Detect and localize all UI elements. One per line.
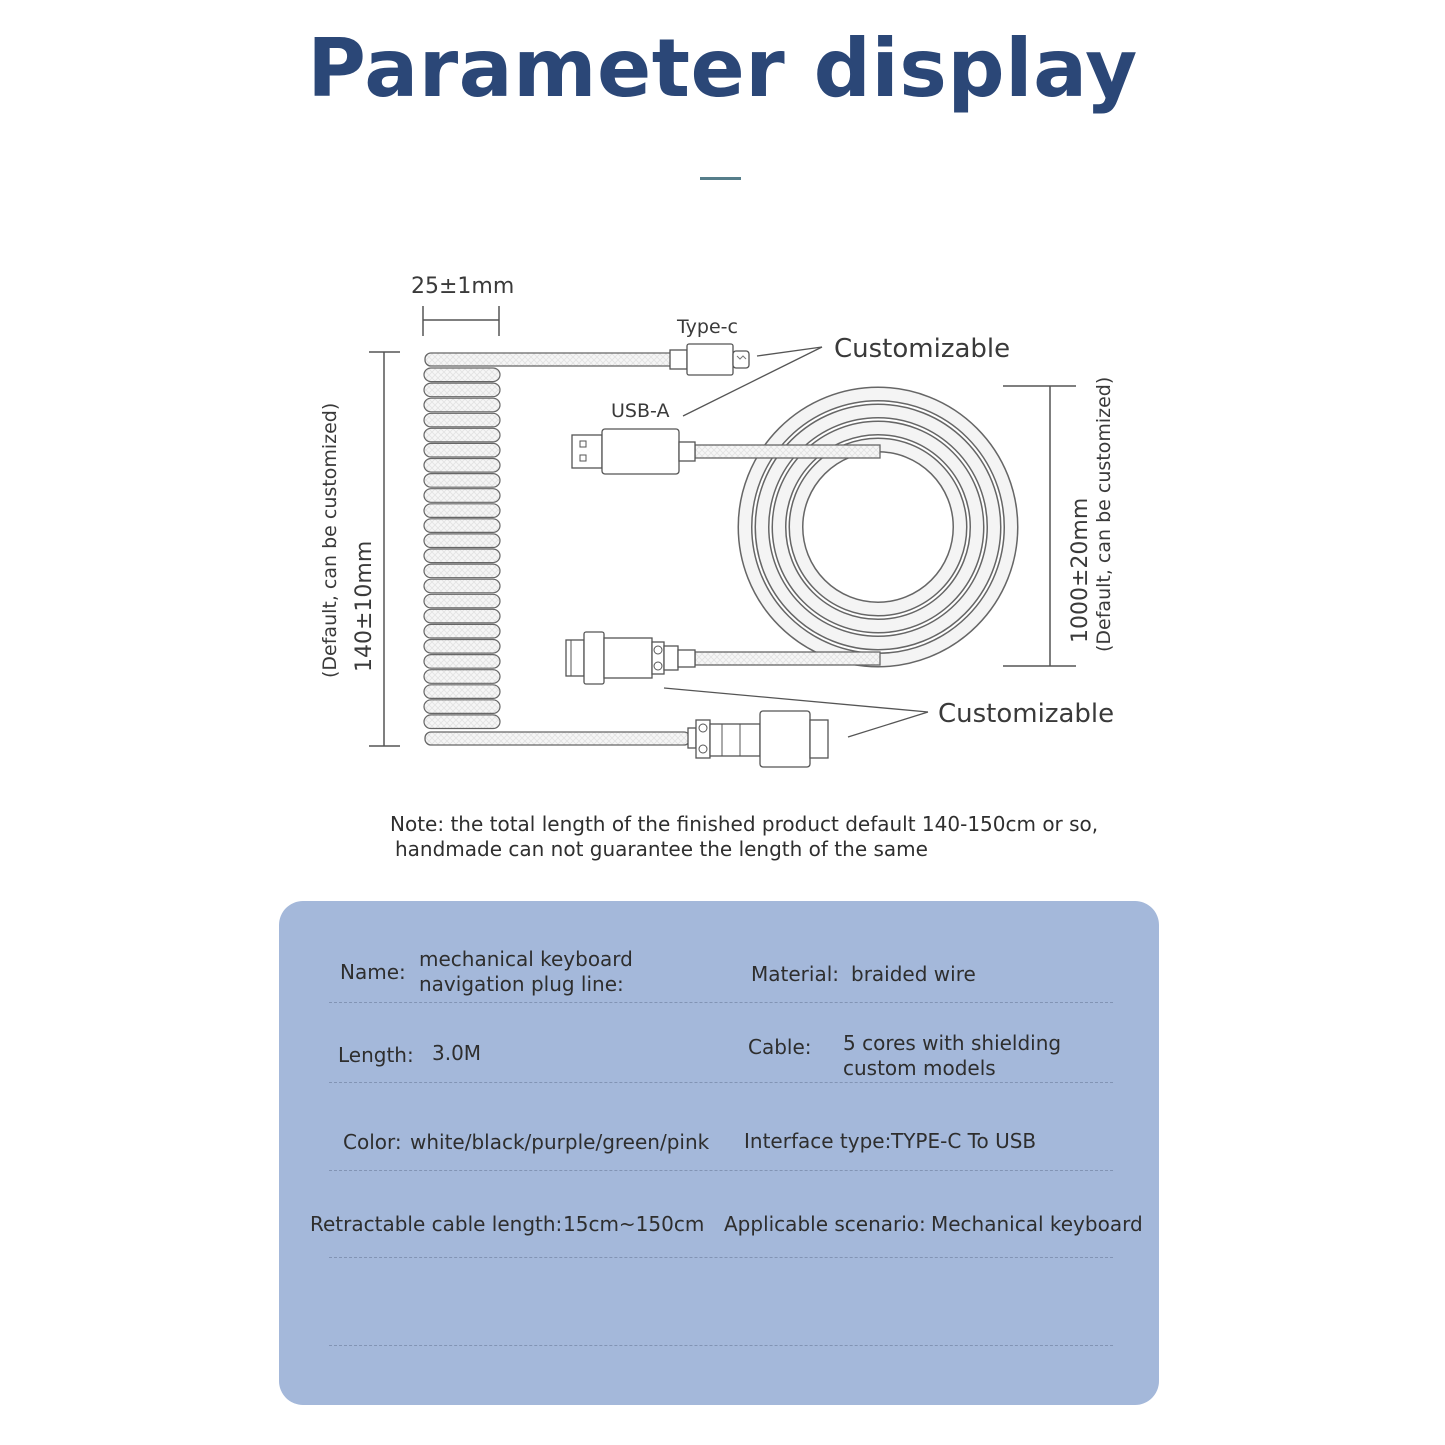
spec-cable-line-1: 5 cores with shielding bbox=[843, 1031, 1062, 1055]
coil-loop bbox=[423, 638, 501, 654]
note-line-2: handmade can not guarantee the length of… bbox=[395, 837, 928, 861]
coil-loop bbox=[423, 457, 501, 473]
coil-loop bbox=[423, 593, 501, 609]
spec-retract-value: 15cm~150cm bbox=[563, 1212, 705, 1236]
right-dim-note: (Default, can be customized) bbox=[1093, 377, 1115, 652]
spec-material-label: Material: bbox=[751, 962, 839, 986]
row-divider bbox=[329, 1170, 1113, 1171]
aviation-connector-lower bbox=[687, 710, 829, 768]
coil-loop bbox=[423, 699, 501, 714]
aviation-connector-upper bbox=[565, 631, 696, 685]
coil-loop bbox=[423, 533, 501, 549]
spec-scenario-value: Mechanical keyboard bbox=[931, 1212, 1143, 1236]
cable-diagram: 25±1mm 140±10mm (Default, can be customi… bbox=[319, 274, 1115, 768]
spec-cable-value: 5 cores with shielding custom models bbox=[843, 1031, 1061, 1081]
bottom-cable bbox=[424, 731, 691, 746]
left-dimension: 140±10mm (Default, can be customized) bbox=[319, 351, 400, 747]
width-label: 25±1mm bbox=[411, 274, 514, 299]
page-title: Parameter display bbox=[307, 22, 1138, 115]
coil-loop bbox=[423, 548, 501, 564]
coil-loop bbox=[423, 442, 501, 458]
spec-name-line-1: mechanical keyboard bbox=[419, 947, 633, 971]
coil-loop bbox=[423, 684, 501, 699]
right-dim-value: 1000±20mm bbox=[1068, 498, 1093, 643]
cable-loop bbox=[694, 386, 1019, 668]
spec-name-value: mechanical keyboard navigation plug line… bbox=[419, 947, 633, 997]
coil-loop bbox=[423, 714, 501, 730]
coil-loop bbox=[423, 653, 501, 669]
spec-retract-label: Retractable cable length: bbox=[310, 1212, 563, 1236]
customizable-bottom-callout: Customizable bbox=[663, 687, 1114, 738]
left-dim-note: (Default, can be customized) bbox=[319, 403, 341, 678]
coil-loop bbox=[423, 669, 501, 684]
coil-loop bbox=[423, 412, 501, 428]
spec-color-value: white/black/purple/green/pink bbox=[410, 1130, 710, 1154]
usba-label: USB-A bbox=[611, 400, 669, 422]
coil-loop bbox=[423, 427, 501, 443]
spec-scenario-label: Applicable scenario: bbox=[724, 1212, 926, 1236]
spec-cable-line-2: custom models bbox=[843, 1056, 996, 1080]
spec-length-value: 3.0M bbox=[432, 1041, 482, 1065]
coil-loop bbox=[423, 518, 501, 533]
coil-loop bbox=[423, 473, 501, 488]
left-dim-value: 140±10mm bbox=[352, 541, 377, 672]
customizable-bottom-label: Customizable bbox=[938, 699, 1114, 729]
spec-cable-label: Cable: bbox=[748, 1035, 812, 1059]
coil-loop bbox=[423, 578, 501, 594]
right-dimension: 1000±20mm (Default, can be customized) bbox=[1003, 377, 1115, 667]
spec-name-label: Name: bbox=[340, 960, 406, 984]
title-underline bbox=[700, 177, 741, 180]
coil-loop bbox=[423, 623, 501, 639]
row-divider bbox=[329, 1002, 1113, 1003]
length-note: Note: the total length of the finished p… bbox=[390, 812, 1098, 862]
width-dimension: 25±1mm bbox=[411, 274, 514, 336]
coil-loop bbox=[423, 608, 501, 624]
coil-loop bbox=[423, 563, 501, 579]
note-line-1: Note: the total length of the finished p… bbox=[390, 812, 1099, 836]
customizable-top-label: Customizable bbox=[834, 334, 1010, 364]
coil-loop bbox=[423, 488, 501, 503]
top-cable bbox=[424, 352, 688, 367]
typec-connector: Type-c bbox=[669, 316, 750, 376]
coil-loop bbox=[423, 503, 501, 518]
coil-loop bbox=[423, 367, 501, 383]
customizable-top-callout: Customizable bbox=[682, 334, 1010, 417]
spec-color-label: Color: bbox=[343, 1130, 402, 1154]
spec-panel: Name: mechanical keyboard navigation plu… bbox=[279, 901, 1159, 1405]
spec-interface-value: TYPE-C To USB bbox=[891, 1129, 1037, 1153]
spec-interface-label: Interface type: bbox=[744, 1129, 892, 1153]
coil-loop bbox=[423, 382, 501, 398]
typec-label: Type-c bbox=[676, 316, 738, 338]
coil-loop bbox=[423, 397, 501, 413]
row-divider bbox=[329, 1082, 1113, 1083]
spec-name-line-2: navigation plug line: bbox=[419, 972, 624, 996]
row-divider bbox=[329, 1345, 1113, 1346]
spec-material-value: braided wire bbox=[851, 962, 976, 986]
row-divider bbox=[329, 1257, 1113, 1258]
spec-length-label: Length: bbox=[338, 1043, 414, 1067]
usba-connector: USB-A bbox=[571, 400, 696, 475]
coiled-cable bbox=[423, 367, 501, 730]
